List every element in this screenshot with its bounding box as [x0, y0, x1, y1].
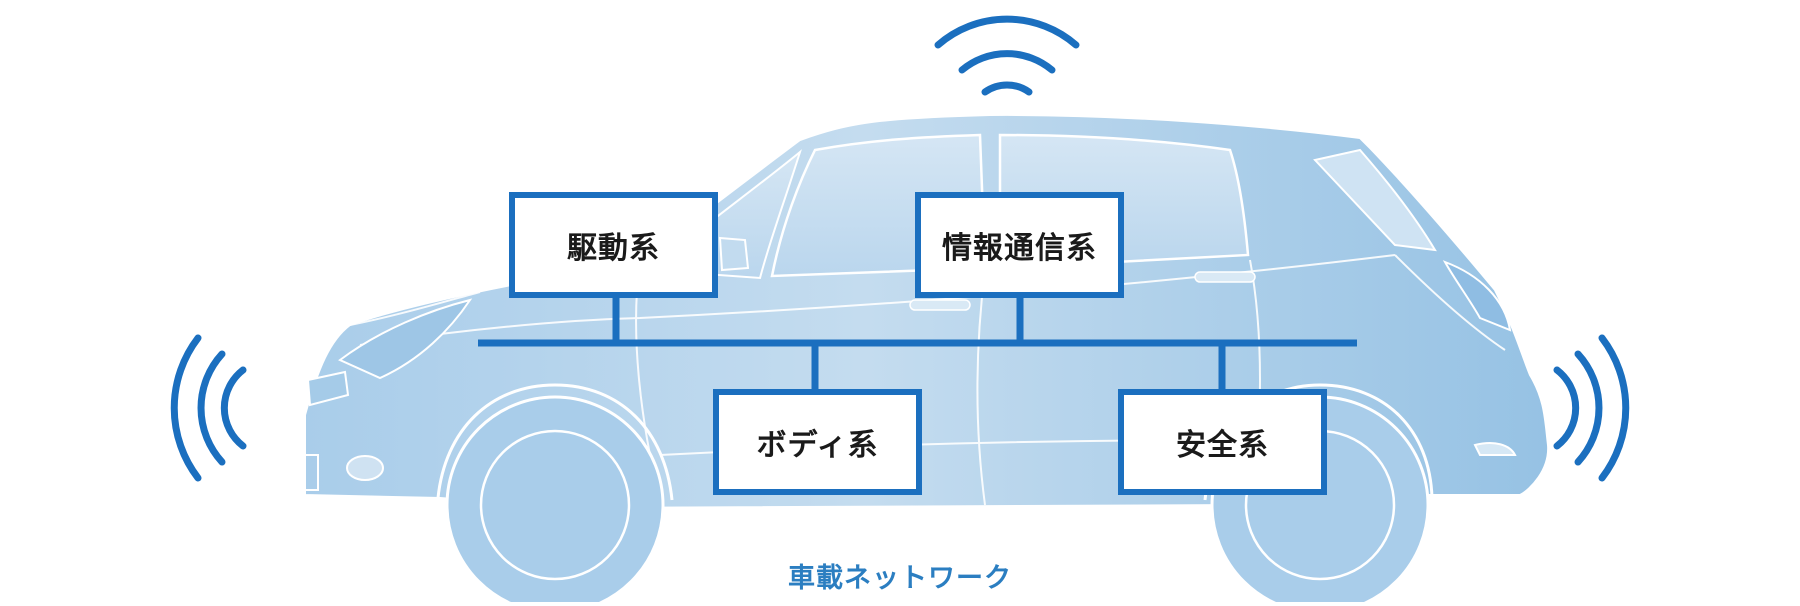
front-wheel	[445, 395, 665, 606]
node-safety-box	[1118, 389, 1327, 495]
wireless-signal-icon-left	[170, 334, 247, 482]
node-info-box	[915, 192, 1124, 298]
network-caption: 車載ネットワーク	[788, 562, 1012, 594]
quarter-window	[1313, 148, 1437, 252]
wifi-signal-icon-top	[934, 15, 1080, 96]
node-body-box	[713, 389, 922, 495]
tail-lamp	[1442, 260, 1512, 332]
network-bus	[478, 298, 1357, 392]
node-drive-box	[509, 192, 718, 298]
car-illustration	[304, 113, 1550, 606]
wireless-signal-icon-right	[1553, 334, 1630, 482]
headlight	[338, 298, 473, 380]
